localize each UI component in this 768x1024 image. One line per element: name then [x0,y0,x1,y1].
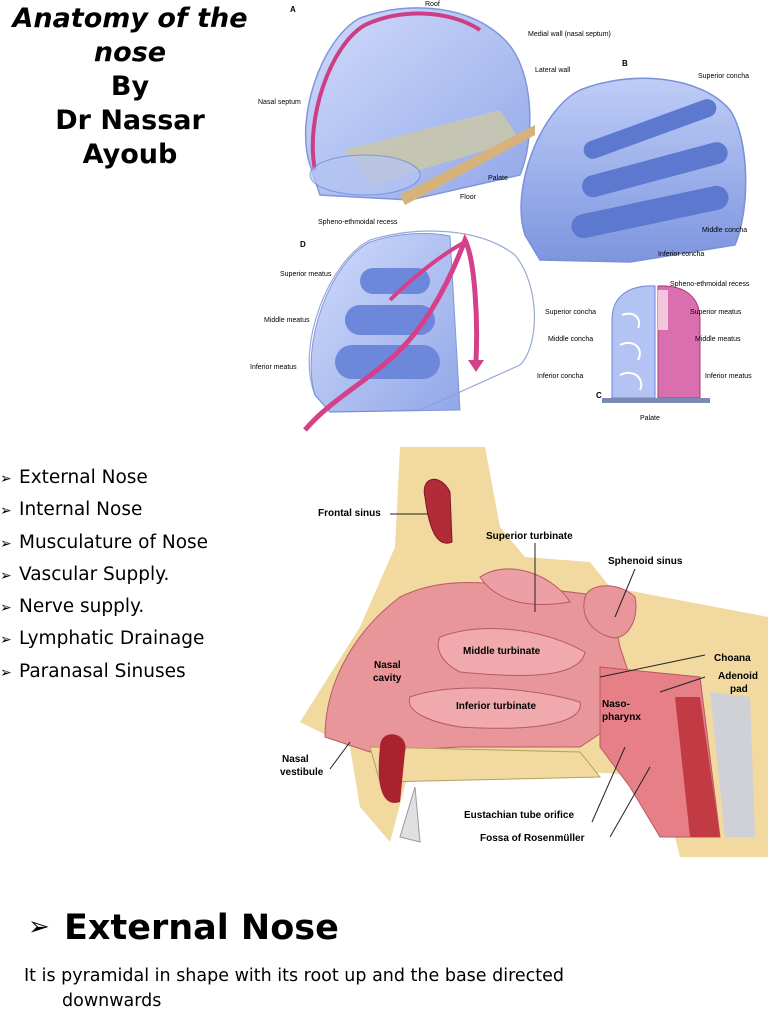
label-nasal-cavity-2: cavity [373,673,402,684]
paragraph-line-1: It is pyramidal in shape with its root u… [24,966,565,986]
label-middle-meatus: Middle meatus [264,317,310,324]
paragraph-line-2: downwards [62,991,162,1011]
label-roof: Roof [425,1,440,8]
tooth-shape [399,786,421,843]
inferior-turbinate-shape [408,687,581,729]
label-choana: Choana [714,653,751,664]
label-c-spheno: Spheno-ethmoidal recess [670,281,750,288]
title-line-1: Anatomy of the [12,3,248,34]
label-c-inferior-meatus: Inferior meatus [705,373,752,380]
muscle-shape [675,697,720,837]
label-vestibule-2: vestibule [280,767,324,778]
label-medial-wall: Medial wall (nasal septum) [528,31,611,38]
label-inferior-meatus: Inferior meatus [250,364,297,371]
arrow-bullet-icon: ➢ [0,664,12,681]
page-title: Anatomy of the nose By Dr Nassar Ayoub [0,2,260,172]
label-c-middle-meatus: Middle meatus [695,336,741,343]
upper-lip-shape [378,734,406,803]
label-naso-2: pharynx [602,712,641,723]
panel-c-letter: C [596,391,602,400]
section-heading: ➢External Nose [28,903,339,952]
nasal-cavity-walls-figure: A Roof Medial wall (nasal septum) Latera… [250,1,752,432]
vertebra-shape [710,692,755,837]
label-superior-concha: Superior concha [698,73,749,80]
list-item: ➢Paranasal Sinuses [0,659,208,691]
frontal-sinus-shape [423,479,453,544]
list-item: ➢External Nose [0,465,208,497]
list-item: ➢Musculature of Nose [0,530,208,562]
title-author-2: Ayoub [82,139,178,170]
section-paragraph: It is pyramidal in shape with its root u… [24,964,624,1014]
label-superior-turbinate: Superior turbinate [486,531,573,542]
label-c-superior-concha: Superior concha [545,309,596,316]
superior-turbinate-shape [479,568,571,605]
leader-lines [329,513,706,838]
label-nasal-cavity-1: Nasal [374,660,401,671]
arrow-bullet-icon: ➢ [0,600,12,617]
hard-palate-shape [369,746,602,783]
label-inferior-concha: Inferior concha [658,251,704,258]
list-item: ➢Vascular Supply. [0,562,208,594]
arrow-bullet-icon: ➢ [0,567,12,584]
panel-d-shape [303,230,535,432]
topic-list: ➢External Nose ➢Internal Nose ➢Musculatu… [0,465,208,691]
panel-d-letter: D [300,240,306,249]
label-middle-turbinate: Middle turbinate [463,646,541,657]
label-middle-concha: Middle concha [702,227,747,234]
middle-turbinate-shape [437,628,586,676]
label-c-inferior-concha: Inferior concha [537,373,583,380]
title-line-3: By [110,71,150,102]
arrow-bullet-icon: ➢ [0,535,12,552]
arrow-bullet-icon: ➢ [28,912,50,942]
label-eustachian: Eustachian tube orifice [464,810,574,821]
panel-a-letter: A [290,5,296,14]
label-vestibule-1: Nasal [282,754,309,765]
label-frontal-sinus: Frontal sinus [318,508,381,519]
label-nasal-septum: Nasal septum [258,99,301,106]
label-naso-1: Naso- [602,699,630,710]
label-rosenmuller: Fossa of Rosenmüller [480,833,585,844]
title-line-2: nose [93,37,167,68]
label-spheno-ethmoidal-recess: Spheno-ethmoidal recess [318,219,398,226]
label-c-palate: Palate [640,415,660,422]
label-adenoid-2: pad [730,684,748,695]
list-item: ➢Internal Nose [0,497,208,529]
label-palate: Palate [488,175,508,182]
list-item: ➢Lymphatic Drainage [0,626,208,658]
arrow-bullet-icon: ➢ [0,471,12,487]
label-c-middle-concha: Middle concha [548,336,593,343]
nasal-sagittal-section-figure: Frontal sinus Superior turbinate Sphenoi… [280,447,768,857]
label-c-superior-meatus: Superior meatus [690,309,742,316]
panel-b-shape [520,77,747,263]
title-author-1: Dr Nassar [55,105,205,136]
panel-b-letter: B [622,59,628,68]
list-item: ➢Nerve supply. [0,594,208,626]
panel-c-shape [602,285,710,403]
label-lateral-wall: Lateral wall [535,67,571,74]
label-floor: Floor [460,194,477,201]
panel-a-shape [304,7,535,205]
arrow-bullet-icon: ➢ [0,503,12,520]
label-inferior-turbinate: Inferior turbinate [456,701,536,712]
label-adenoid-1: Adenoid [718,671,758,682]
label-sphenoid-sinus: Sphenoid sinus [608,556,683,567]
label-superior-meatus: Superior meatus [280,271,332,278]
arrow-bullet-icon: ➢ [0,632,12,649]
